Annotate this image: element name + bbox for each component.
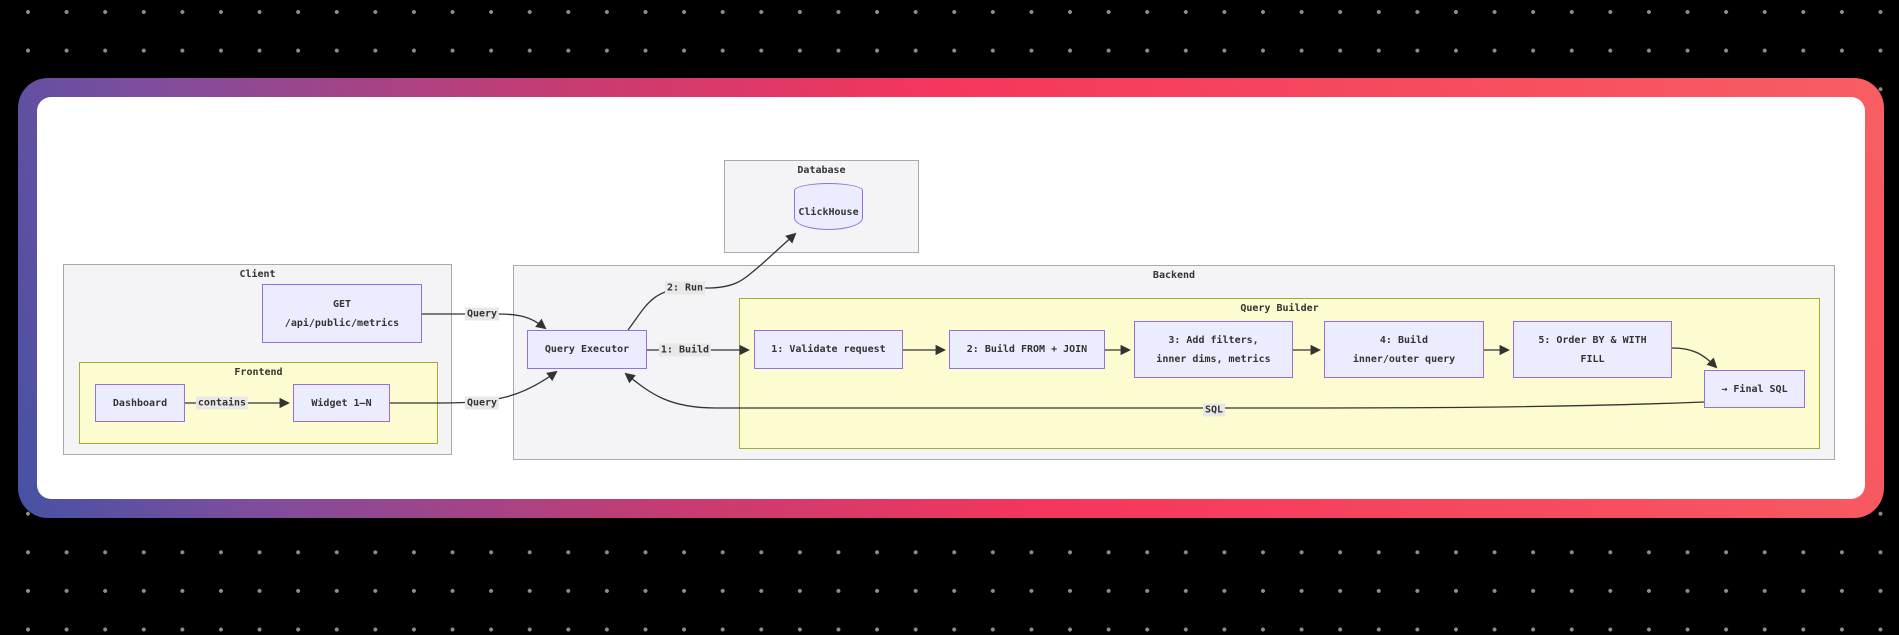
node-step3-add-filters: 3: Add filters, inner dims, metrics	[1134, 321, 1293, 378]
node-step2-build-from-join: 2: Build FROM + JOIN	[949, 330, 1105, 369]
cluster-backend-title: Backend	[1152, 270, 1196, 281]
node-dashboard: Dashboard	[95, 384, 185, 422]
node-step5-line2: FILL	[1580, 353, 1605, 365]
node-get-endpoint-line1: GET	[332, 298, 352, 310]
node-step4-line1: 4: Build	[1379, 334, 1429, 346]
node-final-sql: → Final SQL	[1704, 370, 1805, 408]
node-step4-line2: inner/outer query	[1352, 353, 1456, 365]
node-step1-validate: 1: Validate request	[754, 330, 903, 369]
node-get-endpoint-line2: /api/public/metrics	[284, 317, 400, 329]
node-get-endpoint: GET /api/public/metrics	[262, 284, 422, 343]
node-step3-line1: 3: Add filters,	[1168, 334, 1259, 346]
cluster-frontend-title: Frontend	[234, 367, 283, 378]
edge-label-contains: contains	[195, 396, 249, 410]
node-step1-label: 1: Validate request	[771, 344, 886, 355]
node-clickhouse: ClickHouse	[794, 190, 863, 230]
edge-label-query-widget: Query	[464, 396, 500, 410]
node-step5-order-by-with-fill: 5: Order BY & WITH FILL	[1513, 321, 1672, 378]
node-widget-label: Widget 1–N	[311, 397, 372, 409]
cluster-client-title: Client	[239, 269, 276, 280]
node-step5-line1: 5: Order BY & WITH	[1538, 334, 1647, 346]
node-query-executor-label: Query Executor	[544, 344, 630, 355]
node-step3-line2: inner dims, metrics	[1156, 353, 1271, 365]
edge-label-build: 1: Build	[658, 343, 712, 357]
edge-label-query-get: Query	[464, 307, 500, 321]
cluster-query-builder-title: Query Builder	[1240, 303, 1319, 314]
cluster-database-title: Database	[797, 165, 846, 176]
node-clickhouse-label: ClickHouse	[798, 207, 859, 218]
node-dashboard-label: Dashboard	[112, 397, 168, 409]
edge-label-sql: SQL	[1202, 403, 1226, 417]
node-step2-label: 2: Build FROM + JOIN	[966, 344, 1088, 355]
node-query-executor: Query Executor	[527, 330, 647, 369]
node-final-sql-label: → Final SQL	[1721, 383, 1788, 395]
node-step4-build-inner-outer: 4: Build inner/outer query	[1324, 321, 1484, 378]
node-widget: Widget 1–N	[293, 384, 390, 422]
edge-label-run: 2: Run	[664, 281, 706, 295]
